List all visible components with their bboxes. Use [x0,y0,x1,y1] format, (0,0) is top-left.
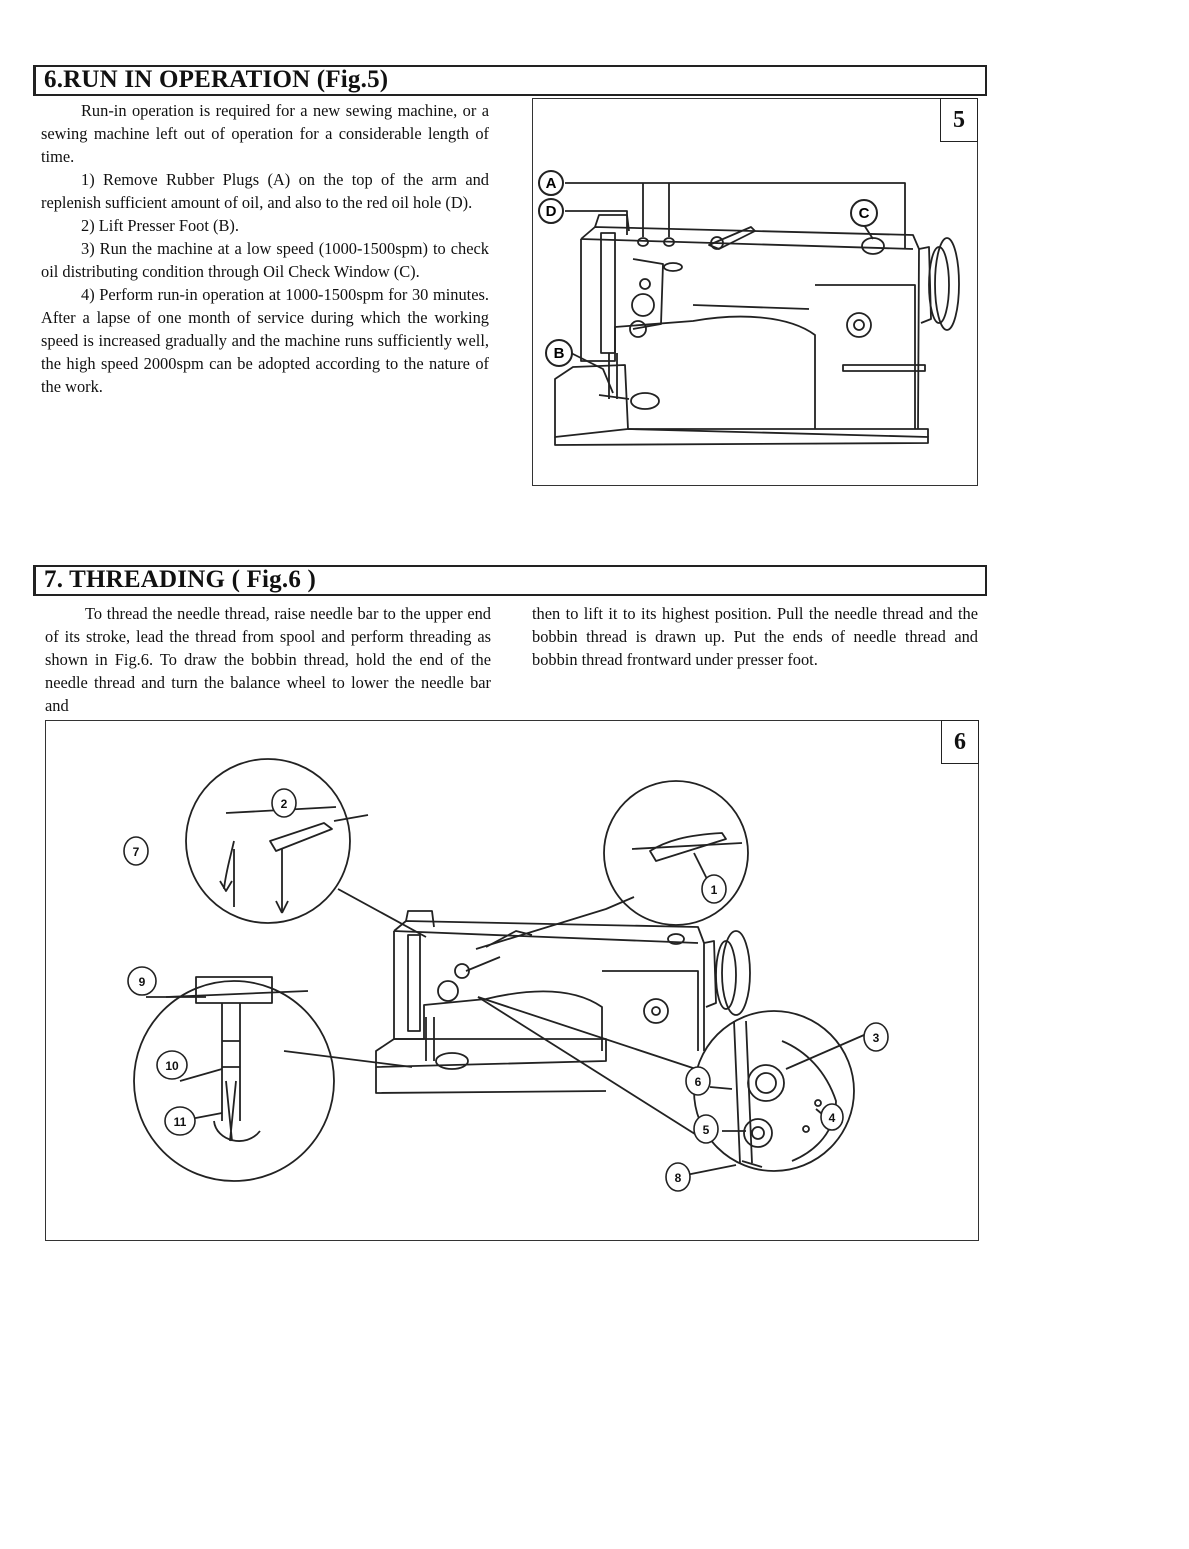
detail-circle-1 [603,780,749,926]
section-6-body: Run-in operation is required for a new s… [41,99,489,398]
machine-bed [375,1038,607,1068]
callout-3: 3 [873,1031,880,1045]
figure-6-illustration: 2 7 1 9 10 11 3 4 5 6 8 [123,758,889,1192]
callout-6: 6 [695,1075,702,1089]
callout-2: 2 [281,797,288,811]
figure-6-callout-labels: 2 7 1 9 10 11 3 4 5 6 8 [133,797,880,1185]
callout-11: 11 [174,1115,187,1129]
callout-d: D [546,203,557,220]
section-6-step-2: 2) Lift Presser Foot (B). [81,216,239,235]
callout-8: 8 [675,1171,682,1185]
figure-6-number: 6 [941,720,979,764]
section-6-heading: 6.RUN IN OPERATION (Fig.5) [44,66,389,93]
callout-c: C [859,205,870,222]
machine-arm [580,226,920,430]
machine-bed [554,364,629,438]
figure-6-callouts [123,788,889,1192]
section-6-step-4: 4) Perform run-in operation at 1000-1500… [41,285,489,396]
callout-7: 7 [133,845,140,859]
callout-10: 10 [165,1059,179,1073]
figure-5-illustration: A D C B [538,170,960,446]
detail-circle-2 [185,758,351,924]
section-6-step-3: 3) Run the machine at a low speed (1000-… [41,239,489,281]
figure-6: 6 [45,720,979,1241]
figure-5-callouts: A D C B [538,170,878,367]
section-6-step-1: 1) Remove Rubber Plugs (A) on the top of… [41,170,489,212]
balance-wheel [918,246,932,324]
callout-1: 1 [711,883,718,897]
section-7-heading: 7. THREADING ( Fig.6 ) [44,566,317,593]
callout-5: 5 [703,1123,710,1137]
section-7-text-right-para: then to lift it to its highest position.… [532,604,978,669]
detail-circle-9 [133,980,335,1182]
detail-circle-3 [693,1010,855,1172]
section-7-text-left: To thread the needle thread, raise needl… [45,602,491,717]
section-6-heading-bar: 6.RUN IN OPERATION (Fig.5) [33,65,987,96]
callout-4: 4 [829,1111,836,1125]
section-7-text-left-para: To thread the needle thread, raise needl… [45,604,491,715]
section-7-heading-bar: 7. THREADING ( Fig.6 ) [33,565,987,596]
figure-5-number: 5 [940,98,978,142]
callout-a: A [546,175,557,192]
figure-5: 5 [532,98,978,486]
machine-arm [393,920,705,1051]
callout-b: B [554,345,565,362]
section-6-intro: Run-in operation is required for a new s… [41,101,489,166]
callout-9: 9 [139,975,146,989]
section-7-text-right: then to lift it to its highest position.… [532,602,978,671]
